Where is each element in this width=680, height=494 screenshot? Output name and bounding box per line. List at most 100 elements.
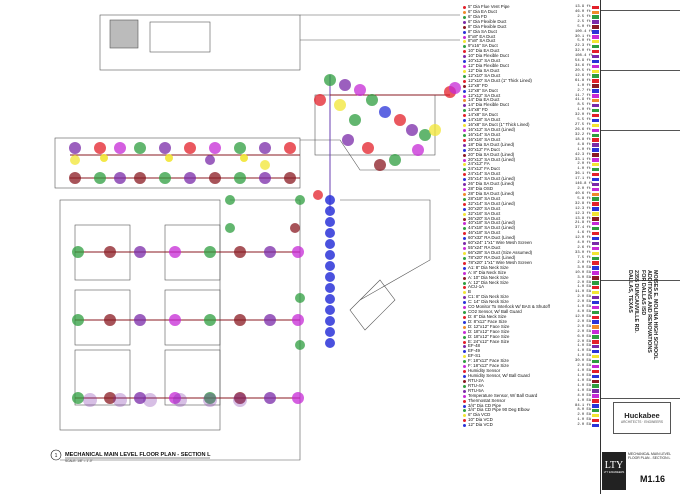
legend-color-swatch: [592, 94, 599, 98]
legend-marker-icon: [463, 261, 466, 265]
legend-color-swatch: [592, 30, 599, 34]
legend-marker-icon: [463, 217, 466, 221]
legend-quantity: 1.0 ft: [577, 147, 591, 152]
legend-label: 14"x8" FD: [468, 107, 488, 113]
legend-quantity: 12.0 ft: [575, 236, 591, 241]
legend-label: EF-S1: [468, 353, 481, 359]
legend-label: E: 24"x12" Face Size: [468, 338, 510, 344]
legend-quantity: 27.5 ft: [575, 123, 591, 128]
legend-color-swatch: [592, 281, 599, 285]
device-marker: [314, 94, 326, 106]
legend-marker-icon: [463, 178, 466, 182]
legend-label: 28"x18" SA Duct: [468, 195, 501, 201]
legend-marker-icon: [463, 247, 466, 251]
legend-label: RTU-5A: [468, 387, 484, 393]
legend-quantity: 1.0 EA: [577, 349, 591, 354]
legend-marker-icon: [463, 143, 466, 147]
legend-marker-icon: [463, 286, 466, 290]
legend-marker-icon: [463, 45, 466, 49]
legend-quantity: 32.0 ft: [575, 113, 591, 118]
device-marker: [225, 223, 235, 233]
diffuser-marker: [209, 172, 221, 184]
legend-color-swatch: [592, 158, 599, 162]
legend-marker-icon: [463, 183, 466, 187]
legend-marker-icon: [463, 394, 466, 398]
legend-label: 16"x14" SA Duct: [468, 131, 501, 137]
diffuser-marker: [134, 246, 146, 258]
legend-label: D: 8"x12" Face Size: [468, 318, 507, 324]
legend-marker-icon: [463, 168, 466, 172]
legend-quantity: 17.1 ft: [575, 177, 591, 182]
riser-diffuser-marker: [325, 327, 335, 337]
ceiling-fixture-marker: [113, 393, 127, 407]
legend-marker-icon: [463, 30, 466, 34]
legend-label: 12" Dia Flexible Duct: [468, 63, 509, 69]
device-marker: [354, 84, 366, 96]
legend-marker-icon: [463, 340, 466, 344]
legend-marker-icon: [463, 242, 466, 246]
legend-label: C: 14" Dia Neck Size: [468, 299, 509, 305]
legend-label: 18" Dia SA Duct (Lined): [468, 141, 515, 147]
legend-quantity: 1.0 EA: [577, 398, 591, 403]
legend-color-swatch: [592, 108, 599, 113]
legend-quantity: 40.6 ft: [575, 191, 591, 196]
legend-label: 20"x12" SA Duct (Lined): [468, 156, 516, 162]
device-marker: [389, 154, 401, 166]
legend-color-swatch: [592, 335, 599, 339]
legend-color-swatch: [592, 172, 599, 177]
legend-color-swatch: [592, 246, 599, 251]
legend-label: F: 18"x12" Face Size: [468, 358, 509, 364]
legend-label: 14" Dia Flexible Duct: [468, 102, 509, 108]
legend-quantity: 1.0 EA: [577, 378, 591, 383]
ceiling-fixture-marker: [83, 393, 97, 407]
plan-number: 1: [55, 453, 58, 459]
legend-color-swatch: [592, 15, 599, 19]
firm-logo: Huckabee ARCHITECTS · ENGINEERS: [613, 402, 671, 434]
legend-color-swatch: [592, 128, 599, 132]
legend-label: 12" Dia SA Duct: [468, 67, 500, 73]
legend-quantity: 21.8 ft: [575, 221, 591, 226]
legend-color-swatch: [592, 217, 599, 221]
legend-marker-icon: [463, 296, 466, 300]
diffuser-marker: [169, 314, 181, 326]
sheet-number: M1.16: [640, 474, 666, 484]
plan-scale: SCALE: 1/8" = 1'-0": [65, 459, 93, 463]
legend-quantity: 2.0 EA: [577, 295, 591, 300]
device-marker: [205, 155, 215, 165]
legend-marker-icon: [463, 355, 466, 359]
device-marker: [342, 134, 354, 146]
diffuser-marker: [234, 246, 246, 258]
legend-row: 16"x12" SA Duct (Lined)26.6 ft: [463, 127, 600, 133]
legend-color-swatch: [592, 40, 599, 44]
diffuser-marker: [284, 172, 296, 184]
diffuser-marker: [234, 314, 246, 326]
legend-label: 3/4" Dia CD Pipe: [468, 402, 502, 408]
legend-quantity: 5.0 ft: [577, 24, 591, 29]
legend-color-swatch: [592, 192, 599, 196]
legend-marker-icon: [463, 65, 466, 69]
legend-marker-icon: [463, 330, 466, 334]
legend-quantity: 12.3 ft: [575, 206, 591, 211]
legend-quantity: 36.1 ft: [575, 172, 591, 177]
legend-color-swatch: [592, 330, 599, 334]
legend-quantity: 2.0 EA: [577, 324, 591, 329]
diffuser-marker: [134, 392, 146, 404]
legend-color-swatch: [592, 69, 599, 73]
legend-quantity: 2.0 EA: [577, 364, 591, 369]
legend-row: 44"x18" SA Duct (Lined)37.4 ft: [463, 226, 600, 231]
legend-color-swatch: [592, 197, 599, 201]
legend-quantity: 2.5 ft: [577, 14, 591, 19]
legend-quantity: 1.6 ft: [577, 231, 591, 236]
